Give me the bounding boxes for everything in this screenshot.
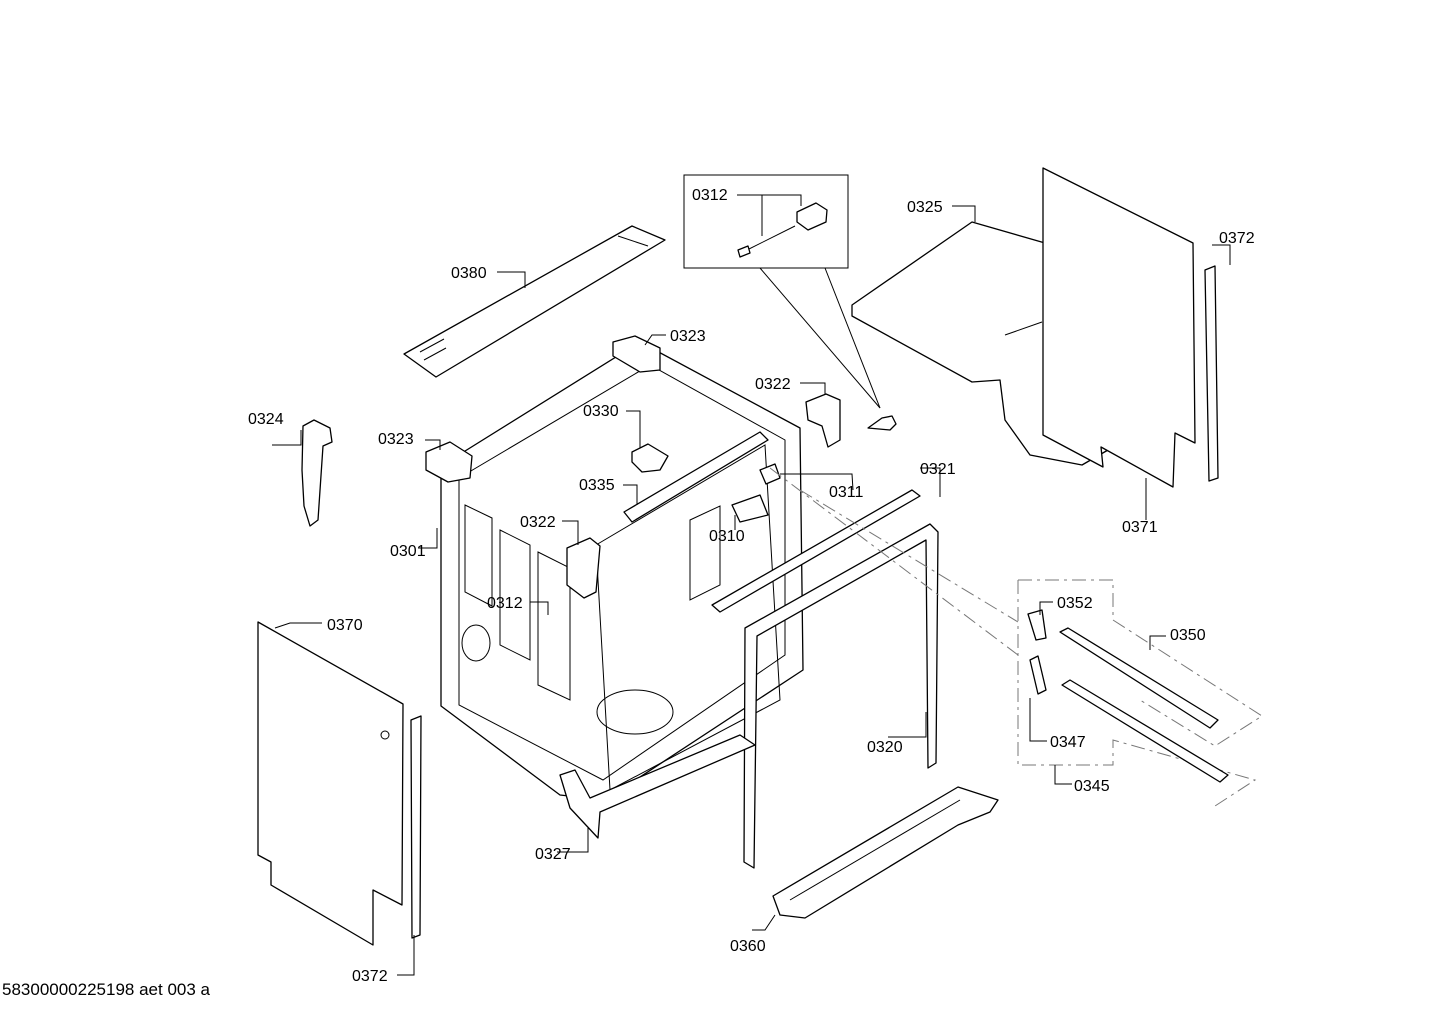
label-0327: 0327 bbox=[535, 846, 571, 863]
top-plate-0380 bbox=[403, 225, 666, 378]
part-labels: 0312 0325 0372 0380 0323 0322 0324 0330 … bbox=[248, 187, 1255, 985]
label-0347: 0347 bbox=[1050, 734, 1086, 751]
side-panel-left-0370 bbox=[257, 621, 404, 946]
label-0301: 0301 bbox=[390, 543, 426, 560]
label-0312-mid: 0312 bbox=[487, 595, 523, 612]
label-0330: 0330 bbox=[583, 403, 619, 420]
document-reference: 58300000225198 aet 003 a bbox=[2, 980, 210, 999]
label-0312-inset: 0312 bbox=[692, 187, 728, 204]
label-0320: 0320 bbox=[867, 739, 903, 756]
label-0322-top: 0322 bbox=[755, 376, 791, 393]
label-0325: 0325 bbox=[907, 199, 943, 216]
label-0372-right: 0372 bbox=[1219, 230, 1255, 247]
detail-inset-0312 bbox=[683, 174, 881, 409]
side-panel-right-0371 bbox=[1042, 167, 1196, 488]
label-0360: 0360 bbox=[730, 938, 766, 955]
end-cap-0323 bbox=[425, 335, 661, 483]
label-0310: 0310 bbox=[709, 528, 745, 545]
door-gasket-0320 bbox=[743, 523, 939, 869]
leader-lines bbox=[272, 194, 1231, 976]
toe-kick-0360 bbox=[772, 786, 999, 919]
gasket-strip-0321 bbox=[711, 489, 921, 613]
label-0345: 0345 bbox=[1074, 778, 1110, 795]
label-0323-top: 0323 bbox=[670, 328, 706, 345]
label-0371: 0371 bbox=[1122, 519, 1158, 536]
label-0372-left: 0372 bbox=[352, 968, 388, 985]
label-0350: 0350 bbox=[1170, 627, 1206, 644]
label-0324: 0324 bbox=[248, 411, 284, 428]
bracket-0322 bbox=[566, 393, 841, 599]
edge-strip-left-0372 bbox=[410, 715, 422, 939]
label-0380: 0380 bbox=[451, 265, 487, 282]
label-0335: 0335 bbox=[579, 477, 615, 494]
label-0311: 0311 bbox=[829, 484, 864, 501]
label-0322-mid: 0322 bbox=[520, 514, 556, 531]
base-plinth-0327 bbox=[559, 734, 756, 839]
edge-strip-right-0372 bbox=[1204, 265, 1219, 482]
small-parts bbox=[623, 415, 897, 523]
label-0352: 0352 bbox=[1057, 595, 1093, 612]
hinge-0324 bbox=[301, 419, 333, 527]
label-0321: 0321 bbox=[920, 461, 956, 478]
label-0323-left: 0323 bbox=[378, 431, 414, 448]
rail-assembly bbox=[769, 467, 1263, 807]
label-0370: 0370 bbox=[327, 617, 363, 634]
